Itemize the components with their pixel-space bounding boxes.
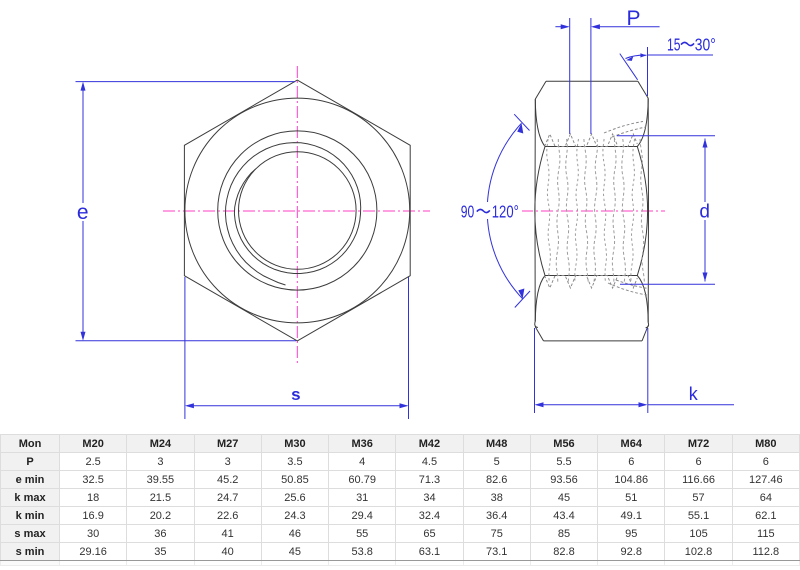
svg-text:d: d (699, 202, 710, 223)
svg-text:120°: 120° (492, 201, 519, 221)
svg-text:e: e (77, 201, 89, 224)
svg-text:s: s (291, 385, 300, 404)
svg-text:90: 90 (461, 201, 475, 221)
svg-text:15: 15 (667, 35, 681, 55)
svg-text:P: P (626, 7, 640, 30)
svg-text:k: k (689, 384, 699, 404)
svg-text:30°: 30° (695, 35, 716, 55)
